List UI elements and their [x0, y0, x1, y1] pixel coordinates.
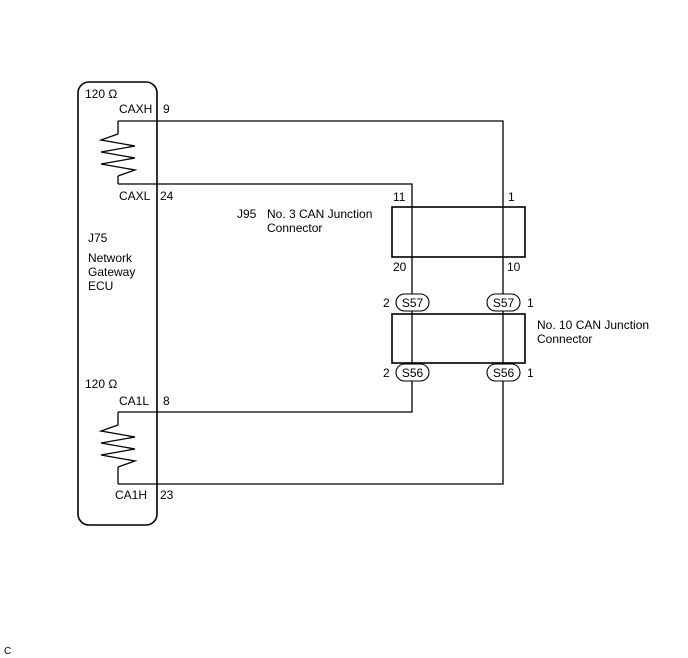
j95-connector	[391, 206, 526, 258]
j95-pin-10: 10	[507, 260, 521, 274]
ecu-name-line1: Network	[88, 251, 133, 265]
terminal-ca1l: CA1L	[119, 394, 149, 408]
pin-ca1h: 23	[160, 488, 174, 502]
j95-pin-11: 11	[393, 190, 406, 204]
svg-text:S56: S56	[493, 366, 515, 380]
pill-s56-right: S56	[486, 363, 521, 382]
ecu-outline	[77, 81, 158, 526]
resistor-top	[98, 121, 138, 184]
s57-right-pin: 1	[527, 296, 534, 310]
ecu-ref: J75	[88, 231, 108, 245]
no10-name-line2: Connector	[537, 332, 592, 346]
terminal-caxl: CAXL	[119, 189, 151, 203]
s56-right-pin: 1	[527, 366, 534, 380]
j95-pin-1: 1	[508, 190, 515, 204]
resistor-top-label: 120 Ω	[85, 87, 117, 101]
resistor-bottom-label: 120 Ω	[85, 377, 117, 391]
no10-connector	[391, 313, 526, 364]
j95-ref: J95	[237, 207, 257, 221]
j95-name-line2: Connector	[267, 221, 322, 235]
j95-name-line1: No. 3 CAN Junction	[267, 207, 372, 221]
terminal-ca1h: CA1H	[115, 488, 147, 502]
pin-caxl: 24	[160, 189, 174, 203]
wire-caxh	[118, 120, 504, 207]
pin-caxh: 9	[163, 102, 170, 116]
resistor-bottom	[98, 412, 138, 484]
s56-left-pin: 2	[383, 366, 390, 380]
svg-text:S56: S56	[402, 366, 424, 380]
pill-s57-right: S57	[486, 293, 521, 312]
wire-caxl	[118, 183, 413, 207]
terminal-caxh: CAXH	[119, 102, 152, 116]
pill-s57-left: S57	[395, 293, 430, 312]
wire-ca1h	[118, 363, 504, 485]
figure-code: C	[4, 646, 11, 657]
j95-pin-20: 20	[393, 260, 407, 274]
pill-s56-left: S56	[395, 363, 430, 382]
ecu-name-line2: Gateway	[88, 265, 135, 279]
s57-left-pin: 2	[383, 296, 390, 310]
svg-text:S57: S57	[493, 296, 515, 310]
svg-text:S57: S57	[402, 296, 424, 310]
no10-name-line1: No. 10 CAN Junction	[537, 318, 649, 332]
ecu-name-line3: ECU	[88, 279, 113, 293]
pin-ca1l: 8	[163, 394, 170, 408]
